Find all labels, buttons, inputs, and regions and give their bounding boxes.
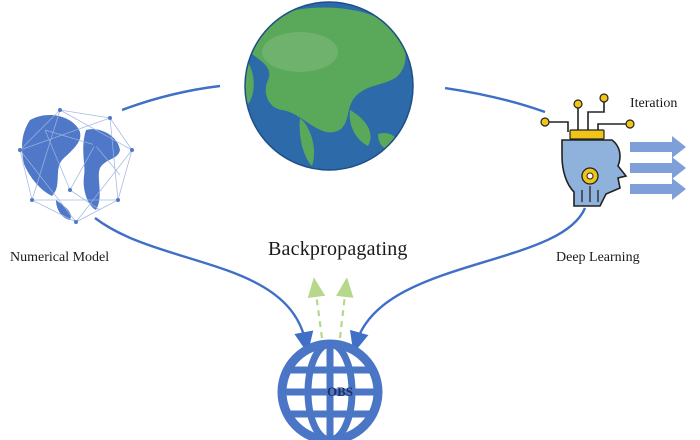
- numerical-model-label: Numerical Model: [10, 250, 110, 265]
- connector-right-to-obs: [350, 207, 587, 354]
- grid-globe-icon: [277, 339, 383, 440]
- iteration-arrows-icon: [630, 136, 686, 200]
- ai-head-icon: [540, 93, 635, 207]
- connector-left-to-obs: [94, 217, 314, 354]
- obs-label: OBS: [326, 384, 353, 399]
- deep-learning-label: Deep Learning: [556, 250, 640, 265]
- connector-left-to-center: [121, 84, 221, 112]
- backpropagating-label: Backpropagating: [268, 238, 408, 260]
- iteration-label: Iteration: [630, 96, 678, 111]
- earth-globe-icon: [244, 1, 414, 171]
- backprop-arrow-left: [307, 277, 326, 339]
- connector-center-to-right: [444, 86, 546, 114]
- backprop-arrow-right: [335, 277, 354, 339]
- wireframe-globe-icon: [17, 104, 134, 224]
